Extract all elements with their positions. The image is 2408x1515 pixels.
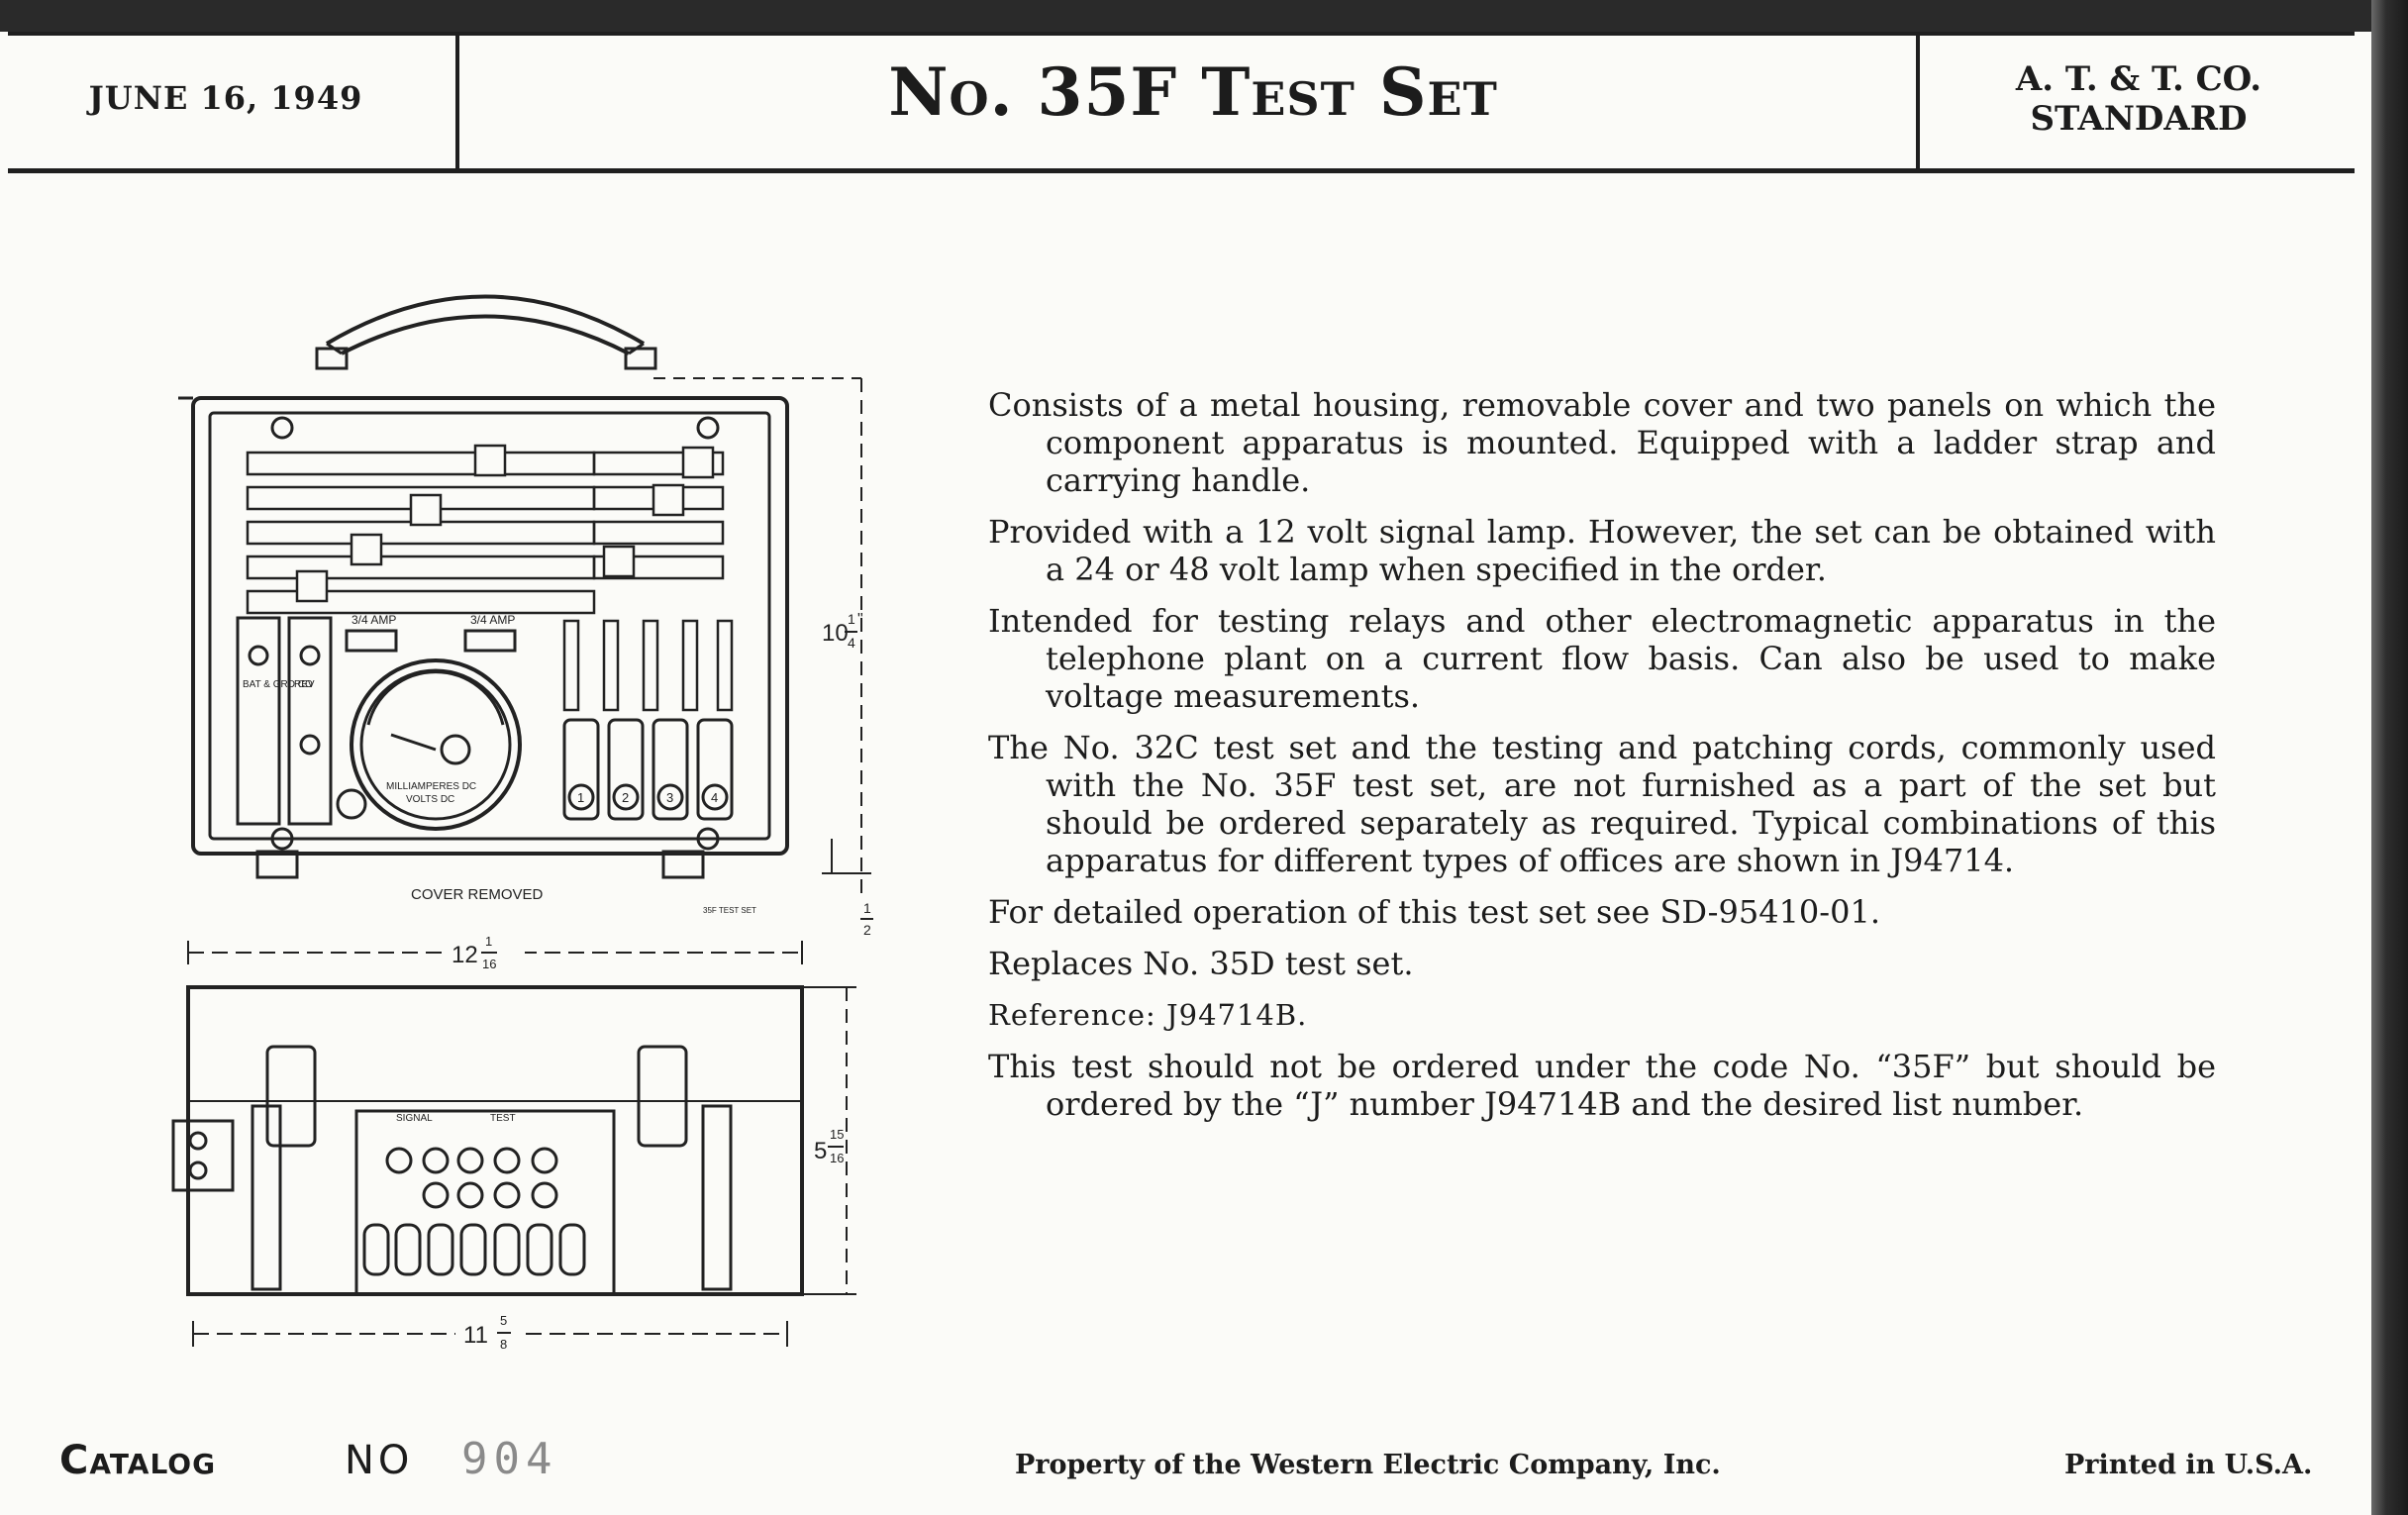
issue-date: JUNE 16, 1949 [88, 79, 363, 117]
dimension-width-bottom: 11 5 8 [192, 1313, 788, 1357]
svg-text:8: 8 [500, 1337, 507, 1352]
amp-label-2: 3/4 AMP [470, 613, 515, 627]
catalog-no-label: NO [345, 1438, 414, 1483]
bat-grd-label: BAT & GRD CO [243, 679, 313, 690]
cover-removed-caption: COVER REMOVED [411, 886, 544, 903]
svg-text:1: 1 [848, 611, 855, 627]
svg-text:11: 11 [463, 1322, 488, 1349]
paragraph-signal-lamp: Provided with a 12 volt signal lamp. How… [988, 513, 2216, 588]
header-divider-right [1916, 32, 1920, 170]
front-test-label: TEST [490, 1113, 516, 1124]
header-bottom-rule [8, 168, 2355, 173]
catalog-label: Catalog [59, 1438, 217, 1483]
description: Consists of a metal housing, removable c… [988, 386, 2216, 1137]
paragraph-reference: Reference: J94714B. [988, 998, 1308, 1032]
amp-label-1: 3/4 AMP [351, 613, 396, 627]
paragraph-replaces: Replaces No. 35D test set. [988, 945, 1414, 982]
catalog-card: JUNE 16, 1949 No. 35F Test Set A. T. & T… [0, 32, 2371, 1515]
key-number-2: 2 [622, 790, 629, 805]
paragraph-construction: Consists of a metal housing, removable c… [988, 386, 2216, 499]
paragraph-operation: For detailed operation of this test set … [988, 893, 1880, 931]
key-number-3: 3 [666, 790, 673, 805]
svg-text:16: 16 [830, 1151, 844, 1165]
svg-text:5: 5 [500, 1313, 507, 1328]
page-title: No. 35F Test Set [888, 53, 1498, 131]
key-number-4: 4 [711, 790, 718, 805]
fuse-2 [463, 629, 517, 653]
standard-line-1: A. T. & T. CO. [2015, 59, 2262, 99]
fuse-1 [345, 629, 398, 653]
meter-label-2: VOLTS DC [406, 794, 454, 805]
standard-block: A. T. & T. CO. STANDARD [1931, 59, 2347, 139]
printed-notice: Printed in U.S.A. [2064, 1450, 2313, 1480]
svg-text:5: 5 [814, 1138, 827, 1164]
card-edge-shadow [2371, 0, 2408, 1515]
switch-columns [562, 619, 734, 712]
front-signal-label: SIGNAL [396, 1113, 433, 1124]
test-set-drawing: BAT & GRD CO REV 3/4 AMP 3/4 AMP MILLIAM… [171, 294, 873, 1357]
svg-text:": " [857, 611, 863, 628]
key-group: 1 2 3 4 [562, 718, 734, 821]
meter: MILLIAMPERES DC VOLTS DC [350, 658, 522, 831]
catalog-number: 904 [461, 1434, 558, 1484]
paragraph-purpose: Intended for testing relays and other el… [988, 602, 2216, 715]
dimension-width-top: 12 1 16 [187, 934, 803, 971]
property-notice: Property of the Western Electric Company… [1015, 1450, 1721, 1480]
relay-rows [246, 444, 725, 615]
header-top-rule [8, 32, 2355, 36]
small-caption: 35F TEST SET [703, 906, 756, 915]
front-view: SIGNAL TEST [171, 985, 804, 1296]
dimension-height-bottom: 5 15 16 [802, 986, 856, 1295]
svg-text:2: 2 [863, 922, 871, 938]
standard-line-2: STANDARD [2030, 99, 2248, 139]
paragraph-ordering: This test should not be ordered under th… [988, 1048, 2216, 1123]
svg-text:1: 1 [863, 900, 871, 916]
svg-text:15: 15 [830, 1127, 844, 1142]
header-divider-left [455, 32, 459, 170]
rev-label: REV [294, 679, 315, 690]
svg-text:10: 10 [822, 620, 849, 647]
paragraph-accessories: The No. 32C test set and the testing and… [988, 729, 2216, 879]
svg-text:1: 1 [485, 934, 492, 949]
svg-text:4: 4 [848, 635, 855, 651]
meter-label-1: MILLIAMPERES DC [386, 781, 476, 792]
key-number-1: 1 [577, 790, 584, 805]
dimension-height-top: 10 1 4 " 1 2 [653, 377, 873, 938]
svg-text:12: 12 [452, 942, 478, 968]
svg-text:16: 16 [482, 957, 496, 971]
